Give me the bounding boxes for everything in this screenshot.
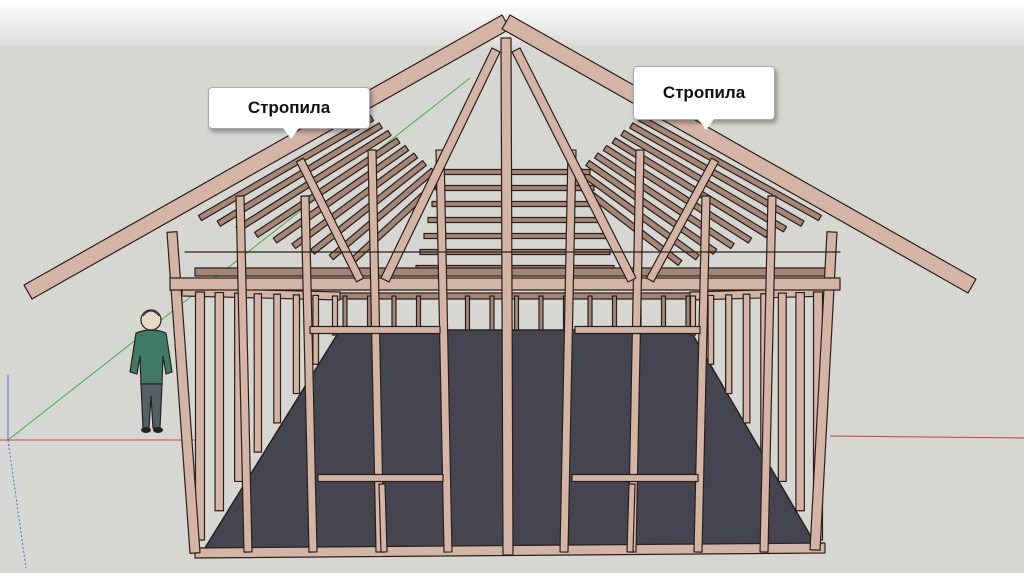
left-wall-stud: [215, 293, 223, 511]
left-wall-stud: [293, 295, 299, 394]
callout-rafters-left[interactable]: Стропила: [208, 87, 370, 129]
front-king-post: [501, 38, 513, 555]
left-wall-stud: [274, 294, 281, 423]
right-wall-stud: [743, 294, 750, 423]
back-wall-stud: [490, 296, 494, 330]
back-wall-stud: [392, 296, 396, 330]
cripple-stud-left: [379, 484, 387, 552]
right-wall-stud: [778, 293, 786, 481]
back-wall-stud: [588, 296, 592, 330]
ceiling-joist: [428, 218, 602, 223]
right-wall-stud: [708, 295, 714, 364]
callout-rafters-right[interactable]: Стропила: [633, 66, 775, 120]
cripple-stud-right: [627, 484, 635, 552]
window-header-right: [575, 327, 700, 334]
right-wall-stud: [796, 293, 804, 511]
window-sill-right: [572, 475, 698, 482]
back-wall-stud: [515, 296, 519, 330]
callout-rafters-left-text: Стропила: [248, 98, 330, 118]
back-wall-stud: [539, 296, 543, 330]
back-wall-stud: [613, 296, 617, 330]
callout-rafters-right-text: Стропила: [663, 83, 745, 103]
back-wall-stud: [662, 296, 666, 330]
back-wall-stud: [686, 296, 690, 330]
back-wall-stud: [343, 296, 347, 330]
left-wall-stud: [254, 294, 261, 452]
back-wall-stud: [466, 296, 470, 330]
back-wall-stud: [417, 296, 421, 330]
right-wall-stud: [726, 295, 732, 394]
window-sill-left: [318, 475, 443, 482]
ceiling-joist: [424, 234, 606, 239]
window-header-left: [310, 327, 440, 334]
